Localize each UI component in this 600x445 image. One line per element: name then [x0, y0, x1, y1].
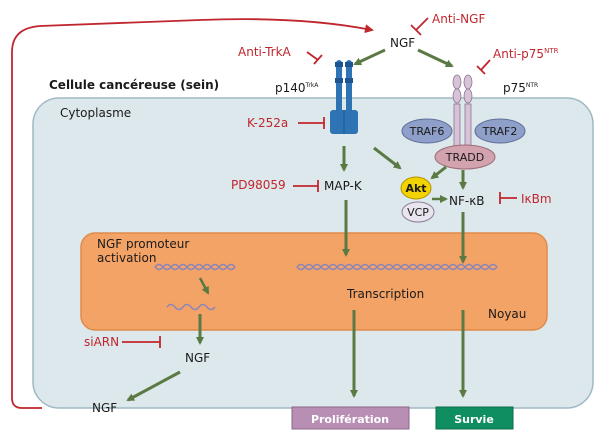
mapk-label: MAP-K: [324, 179, 363, 193]
anti-trka-inhibitor: [306, 51, 319, 61]
traf6-label: TRAF6: [409, 125, 445, 138]
proliferation-box: [291, 406, 410, 430]
dna-right: [296, 263, 498, 271]
survie-label: Survie: [454, 413, 494, 426]
ikbm-label: IκBm: [521, 192, 552, 206]
ngf-mid-label: NGF: [185, 351, 210, 365]
akt-node: [400, 176, 432, 200]
traf6-node: [401, 118, 453, 144]
ngf-to-trka-arrow: [353, 48, 386, 66]
survie-box: [435, 406, 514, 430]
p75-receptor: [452, 74, 473, 149]
anti-ngf-inhibitor: [415, 17, 429, 31]
anti-p75-label: Anti-p75NTR: [493, 47, 559, 61]
anti-trka-label: Anti-TrkA: [238, 45, 292, 59]
ngf-secretion-arrow: [126, 370, 181, 402]
cytoplasm-label: Cytoplasme: [60, 106, 131, 120]
p75-label: p75NTR: [503, 81, 538, 95]
vcp-node: [401, 201, 435, 223]
traf2-node: [474, 118, 526, 144]
akt-label: Akt: [405, 182, 426, 195]
trka-to-akt-arrow: [373, 146, 402, 170]
ngf-to-p75-arrow: [417, 48, 454, 68]
anti-ngf-label: Anti-NGF: [432, 12, 485, 26]
tradd-label: TRADD: [445, 151, 484, 164]
anti-p75-inhibitor: [480, 59, 491, 71]
trka-receptor: [330, 60, 358, 134]
noyau-label: Noyau: [488, 307, 526, 321]
p140-label: p140TrkA: [275, 81, 319, 95]
tradd-node: [434, 144, 496, 170]
traf2-label: TRAF2: [482, 125, 518, 138]
cell-label: Cellule cancéreuse (sein): [49, 78, 219, 92]
nfkb-label: NF-κB: [449, 194, 485, 208]
dna-left: [154, 263, 236, 271]
mrna-strand: [166, 303, 216, 311]
nucleus-region: [80, 232, 548, 331]
siarn-label: siARN: [84, 335, 119, 349]
pd98059-label: PD98059: [231, 178, 286, 192]
ngf-promoter-label-2: activation: [97, 251, 156, 265]
transcription-down-arrow: [198, 277, 210, 295]
proliferation-label: Prolifération: [311, 413, 389, 426]
tradd-to-akt-arrow: [430, 165, 447, 180]
ngf-promoter-label-1: NGF promoteur: [97, 237, 189, 251]
vcp-label: VCP: [407, 206, 429, 219]
transcription-label: Transcription: [346, 287, 424, 301]
feedback-loop-arrow: [11, 18, 374, 409]
k252a-label: K-252a: [247, 116, 288, 130]
ngf-out-label: NGF: [92, 401, 117, 415]
ngf-top-label: NGF: [390, 36, 415, 50]
